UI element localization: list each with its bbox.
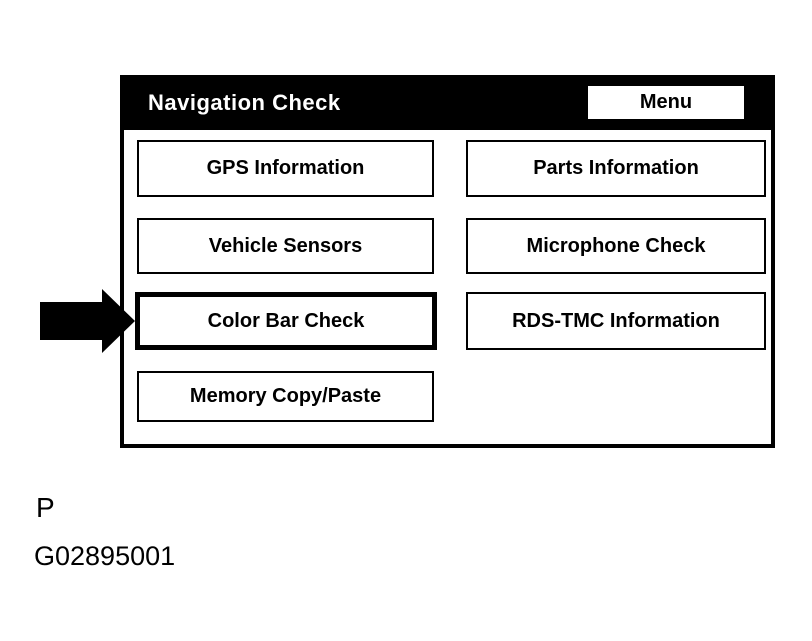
microphone-check-button[interactable]: Microphone Check: [466, 218, 766, 274]
screen-title-bar: Navigation Check Menu: [120, 75, 775, 130]
rds-tmc-information-button[interactable]: RDS-TMC Information: [466, 292, 766, 350]
page-marker-label: P: [36, 492, 55, 523]
vehicle-sensors-button[interactable]: Vehicle Sensors: [137, 218, 434, 274]
menu-button[interactable]: Menu: [587, 85, 745, 120]
memory-copy-paste-button[interactable]: Memory Copy/Paste: [137, 371, 434, 422]
navigation-check-screen: Navigation Check Menu GPS Information Pa…: [120, 75, 775, 448]
color-bar-check-button[interactable]: Color Bar Check: [135, 292, 437, 350]
callout-right-arrow-icon: [40, 289, 135, 353]
figure-id-label: G02895001: [34, 541, 176, 571]
parts-information-button[interactable]: Parts Information: [466, 140, 766, 197]
page-title: Navigation Check: [148, 89, 341, 115]
gps-information-button[interactable]: GPS Information: [137, 140, 434, 197]
